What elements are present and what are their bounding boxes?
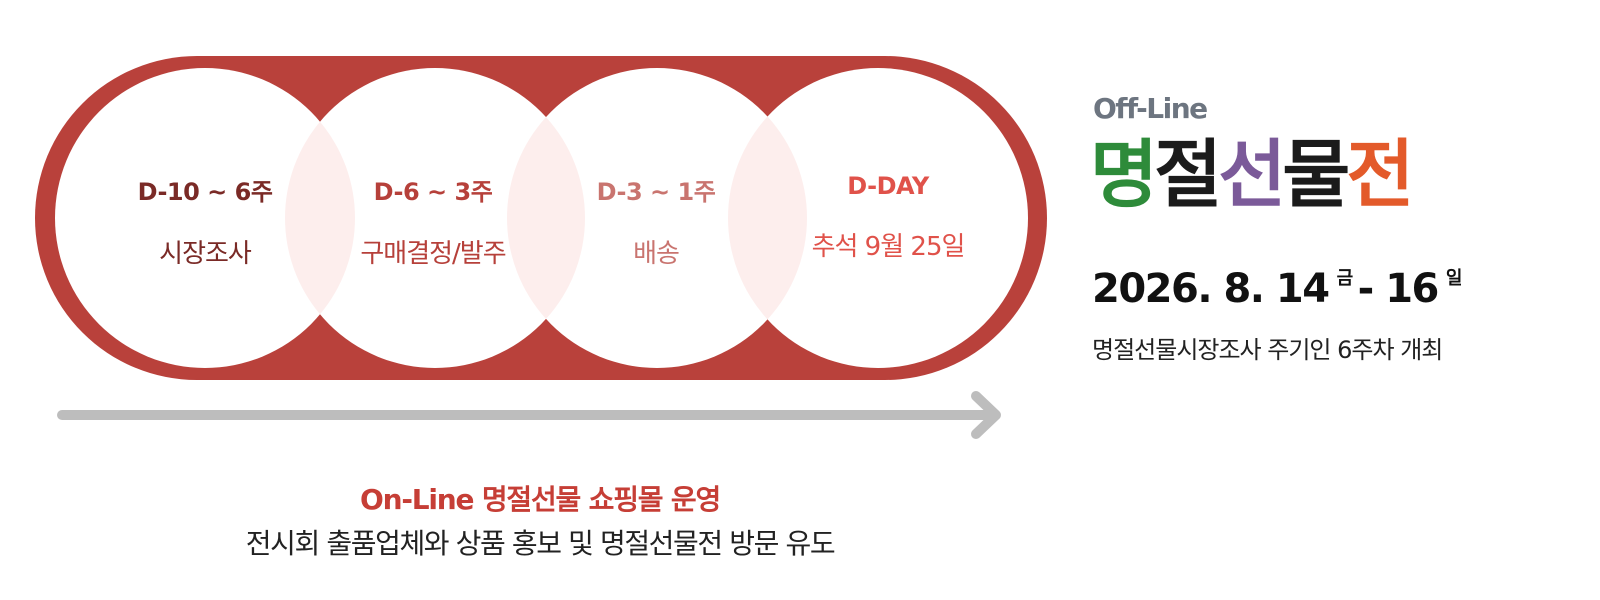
stage-4-code: D-DAY [847, 172, 929, 200]
arrow-head [971, 391, 1001, 439]
circle-overlap-2 [507, 117, 585, 319]
logo-char-4: 물 [1282, 132, 1350, 218]
stage-4: D-DAY 추석 9월 25일 [778, 172, 998, 263]
online-heading: On-Line 명절선물 쇼핑몰 운영 [60, 478, 1020, 518]
stage-circle-4 [728, 68, 1028, 368]
circle-overlap-3 [728, 116, 807, 320]
stage-circle-3 [507, 68, 807, 368]
stage-3-code: D-3 ~ 1주 [596, 178, 716, 206]
date-dash: - [1357, 266, 1375, 312]
stage-2-code: D-6 ~ 3주 [373, 178, 493, 206]
event-subtitle: 명절선물시장조사 주기인 6주차 개최 [1092, 336, 1443, 364]
logo-char-1: 명 [1090, 132, 1158, 218]
online-prefix: On-Line [359, 483, 475, 516]
logo-char-3: 선 [1218, 132, 1286, 218]
stage-4-desc: 추석 9월 25일 [811, 232, 966, 262]
stage-circle-1 [55, 68, 355, 368]
stage-2: D-6 ~ 3주 구매결정/발주 [323, 172, 543, 270]
offline-label: Off-Line [1093, 92, 1208, 125]
logo-char-2: 절 [1154, 132, 1222, 218]
stage-2-desc: 구매결정/발주 [360, 239, 506, 269]
end-day: 일 [1445, 268, 1463, 289]
stage-1-code: D-10 ~ 6주 [137, 178, 273, 206]
online-title: 명절선물 쇼핑몰 운영 [481, 483, 721, 516]
date-end: 16 [1385, 266, 1439, 312]
circle-overlap-1 [285, 121, 355, 315]
stage-circle-2 [285, 68, 585, 368]
start-day: 금 [1336, 268, 1354, 289]
stage-1-desc: 시장조사 [159, 239, 252, 269]
stage-1: D-10 ~ 6주 시장조사 [95, 172, 315, 270]
online-section: On-Line 명절선물 쇼핑몰 운영 전시회 출품업체와 상품 홍보 및 명절… [60, 478, 1020, 562]
logo-char-5: 전 [1346, 132, 1414, 218]
event-logo: 명절선물전 [1090, 132, 1414, 218]
online-description: 전시회 출품업체와 상품 홍보 및 명절선물전 방문 유도 [245, 527, 836, 560]
stage-3: D-3 ~ 1주 배송 [546, 172, 766, 270]
date-start: 2026. 8. 14 [1092, 266, 1330, 312]
timeline-arrow [57, 391, 1001, 439]
event-date: 2026. 8. 14 금- 16 일 [1092, 266, 1467, 312]
stage-3-desc: 배송 [633, 239, 680, 269]
